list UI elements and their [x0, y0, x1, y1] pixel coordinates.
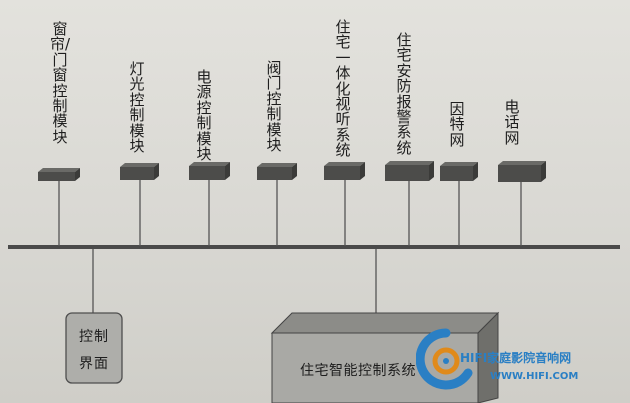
hifi-logo-icon [416, 328, 473, 390]
module-label-3: 电源控制模块 [196, 68, 212, 164]
control-interface-label-1: 控制 [79, 329, 109, 345]
module-label-8: 电话网 [504, 98, 520, 147]
module-box-4 [257, 163, 297, 180]
module-label-7: 因特网 [449, 100, 465, 149]
module-label-5: 住宅一体化视听系统 [335, 18, 351, 160]
module-box-6 [385, 161, 434, 181]
module-box-8 [498, 161, 546, 182]
watermark: HIFI家庭影院音响网 WWW.HIFI.COM [410, 327, 628, 395]
module-box-7 [440, 162, 478, 181]
module-box-1 [38, 168, 80, 181]
watermark-url: WWW.HIFI.COM [490, 371, 579, 382]
module-box-3 [189, 162, 230, 180]
module-box-5 [324, 162, 365, 180]
module-label-6: 住宅安防报警系统 [396, 31, 412, 157]
control-interface-label-2: 界面 [79, 356, 109, 372]
control-interface-box [65, 312, 123, 384]
module-box-2 [120, 163, 159, 180]
main-controller-label: 住宅智能控制系统 [300, 363, 416, 379]
main-controller-box [270, 311, 500, 403]
module-label-2: 灯光控制模块 [129, 60, 145, 156]
module-label-1: 窗帘/门窗控制模块 [50, 20, 71, 146]
module-label-4: 阀门控制模块 [266, 59, 282, 155]
watermark-name: HIFI家庭影院音响网 [460, 351, 572, 365]
